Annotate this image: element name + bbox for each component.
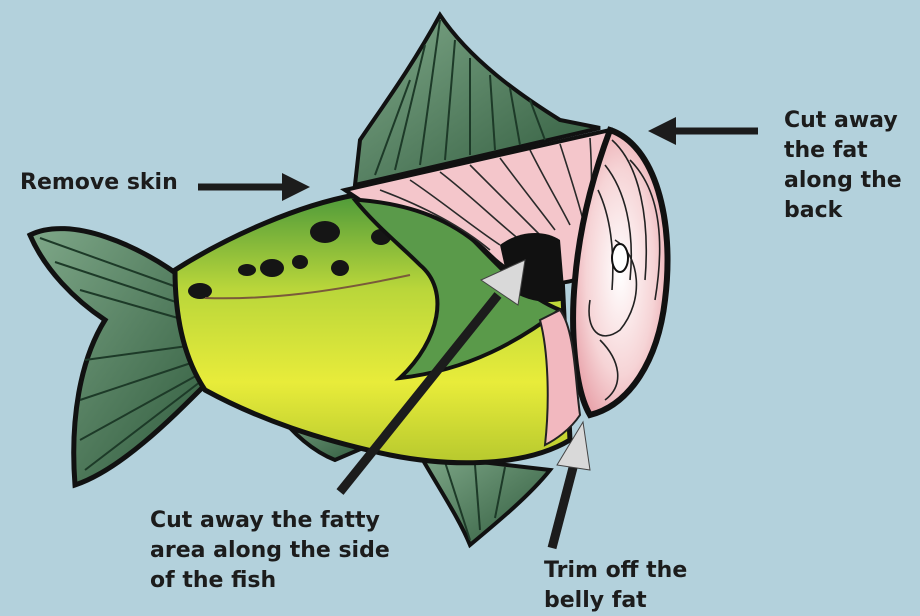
arrow-remove-skin xyxy=(198,173,310,201)
label-cut-fatty-side: Cut away the fatty area along the side o… xyxy=(150,506,390,596)
label-remove-skin: Remove skin xyxy=(20,168,178,198)
label-trim-belly-fat: Trim off the belly fat xyxy=(544,556,687,616)
arrow-cut-back xyxy=(648,117,758,145)
anal-fin xyxy=(420,455,550,545)
label-cut-fat-back: Cut away the fat along the back xyxy=(784,106,902,226)
